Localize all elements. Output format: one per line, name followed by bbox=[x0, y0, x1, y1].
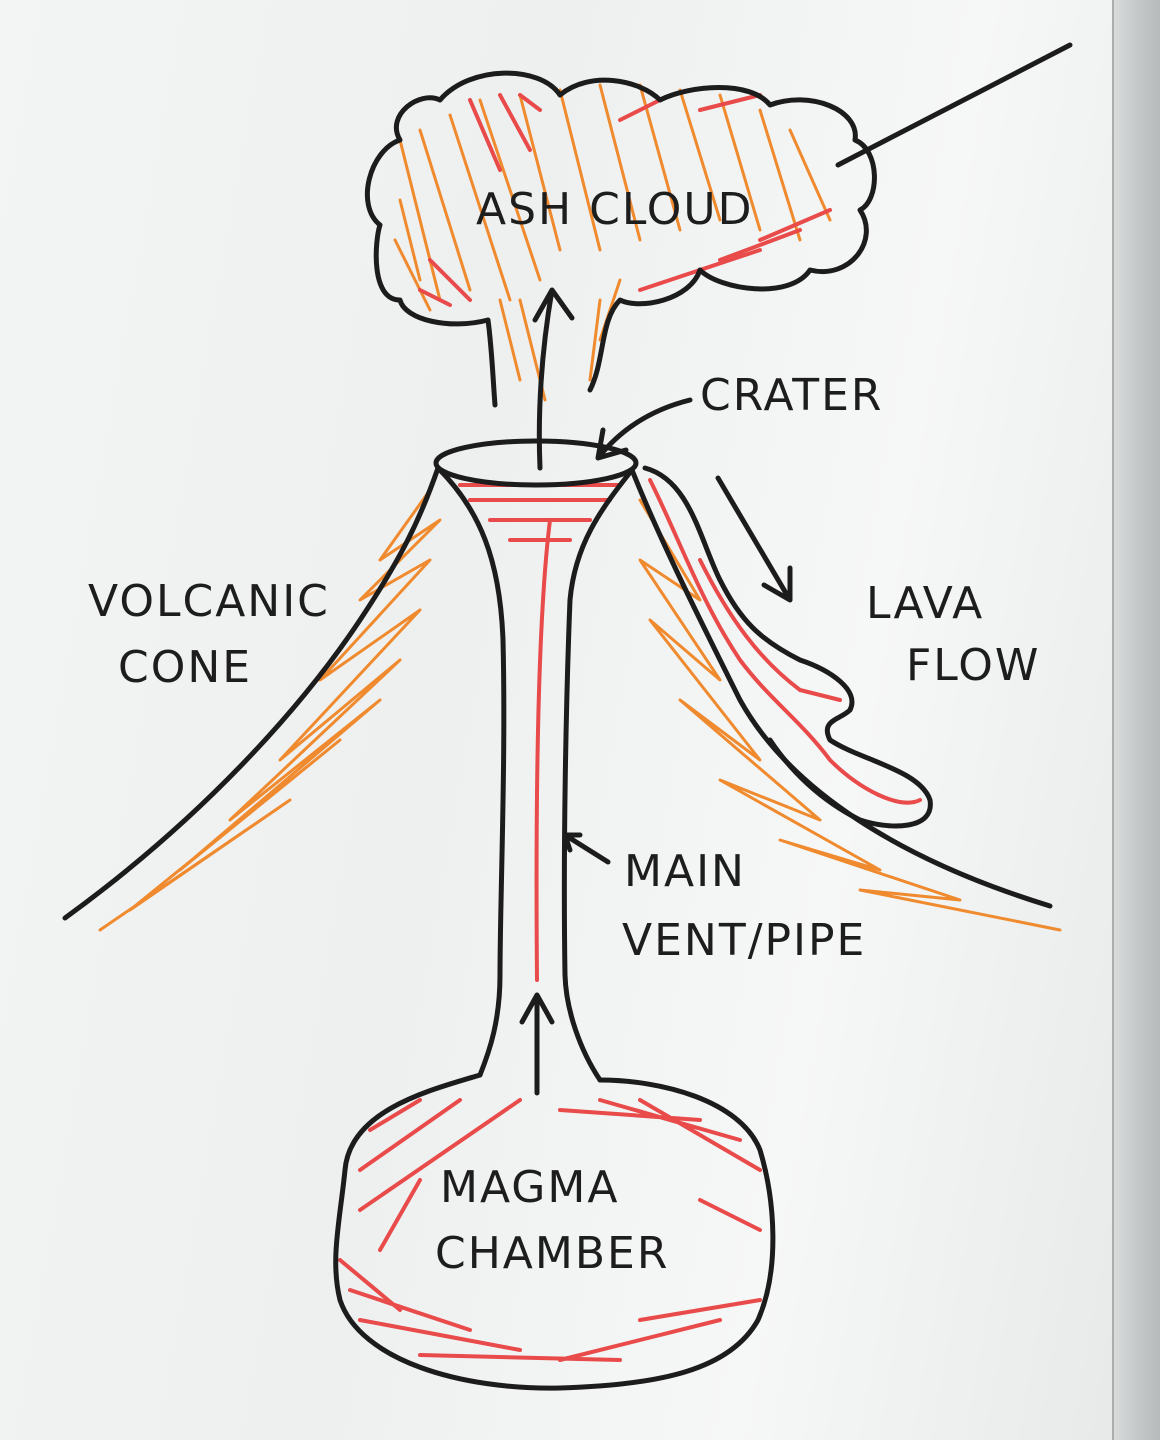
ash-cloud bbox=[364, 42, 1073, 408]
main-vent-label-line1: MAIN bbox=[624, 846, 746, 897]
cone-right-slope bbox=[629, 467, 1053, 909]
vent-left-wall bbox=[435, 465, 507, 1078]
magma-chamber-label-line1: MAGMA bbox=[440, 1162, 619, 1213]
lava-flow-outline bbox=[642, 465, 933, 829]
lava-flow-fill bbox=[648, 478, 922, 805]
lava-flow-label-line2: FLOW bbox=[906, 640, 1040, 691]
lava-flow-arrow bbox=[715, 475, 793, 603]
ash-cloud-outline bbox=[364, 70, 877, 408]
ash-cloud-fill-orange bbox=[393, 83, 832, 402]
ash-up-arrow bbox=[532, 287, 575, 471]
magma-up-arrow bbox=[519, 992, 555, 1096]
crater-rim bbox=[433, 438, 639, 488]
vent-fill bbox=[534, 518, 552, 982]
volcanic-cone-label-line2: CONE bbox=[118, 642, 252, 693]
vent-pointer-arrow bbox=[562, 832, 611, 865]
cone-right-shading bbox=[638, 498, 1062, 932]
lava-flow bbox=[642, 465, 933, 829]
main-vent-label-line2: VENT/PIPE bbox=[622, 915, 866, 966]
cone-left-slope bbox=[62, 465, 441, 921]
crater-arrow bbox=[595, 397, 693, 461]
main-vent bbox=[435, 465, 635, 1096]
volcanic-cone bbox=[62, 465, 1062, 932]
whiteboard-frame bbox=[1112, 0, 1160, 1440]
vent-right-wall bbox=[561, 467, 635, 1083]
lava-flow-fill-2 bbox=[698, 558, 842, 702]
labels: ASH CLOUD CRATER VOLCANIC CONE LAVA FLOW… bbox=[88, 184, 1040, 1279]
magma-chamber-outline bbox=[333, 1072, 776, 1391]
lava-flow-label-line1: LAVA bbox=[866, 578, 984, 629]
magma-chamber-label-line2: CHAMBER bbox=[435, 1228, 669, 1279]
cone-left-shading bbox=[98, 488, 442, 932]
ash-cloud-label: ASH CLOUD bbox=[476, 184, 754, 235]
crater-label: CRATER bbox=[700, 370, 883, 421]
ash-cloud-pointer-line bbox=[835, 42, 1073, 168]
crater bbox=[433, 397, 693, 542]
magma-chamber bbox=[333, 1072, 776, 1391]
magma-chamber-fill bbox=[338, 1098, 762, 1362]
volcanic-cone-label-line1: VOLCANIC bbox=[88, 576, 330, 627]
